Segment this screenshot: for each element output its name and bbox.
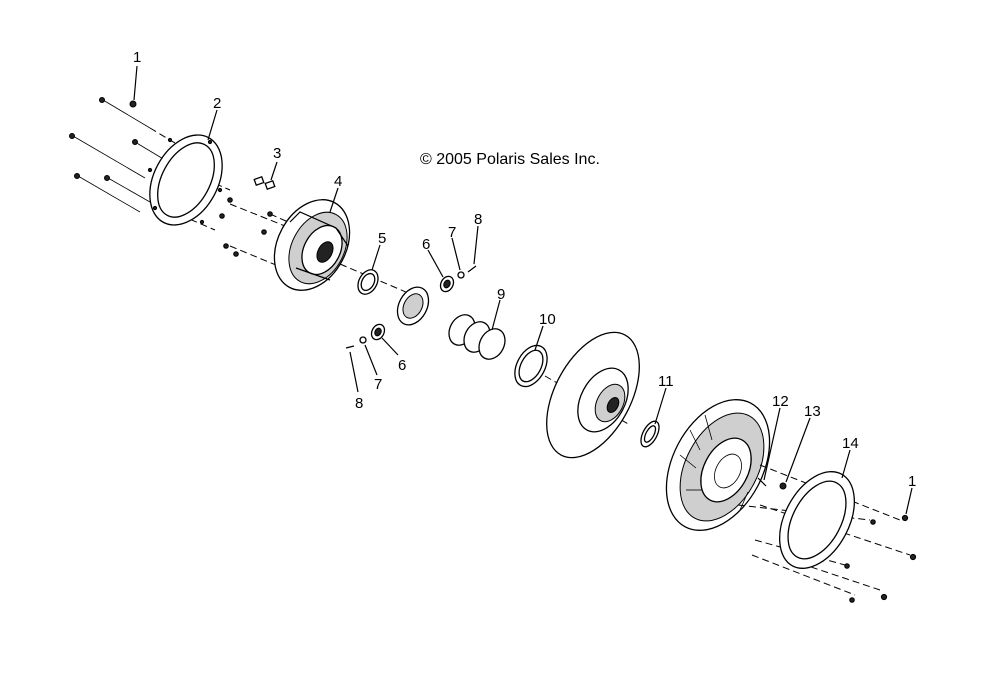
part-7-8-upper [457,265,477,279]
part-6-bearing-upper [439,275,455,293]
part-10-washer [514,344,548,388]
callout-8-upper: 8 [474,211,482,228]
callout-4: 4 [334,173,342,190]
left-bolts [69,97,273,257]
part-5-ring [357,269,379,295]
part-3-bolts [253,175,276,191]
callout-6-upper: 6 [422,236,430,253]
right-housing [665,399,771,531]
callout-8-lower: 8 [355,395,363,412]
callout-9: 9 [497,286,505,303]
callout-5: 5 [378,230,386,247]
right-bolts [844,514,917,603]
callout-12: 12 [772,393,789,410]
sheave [546,331,640,459]
callout-14: 14 [842,435,859,452]
callout-labels: 1 2 3 4 5 6 7 8 9 10 6 7 8 11 12 13 14 1 [133,49,916,490]
center-hub [396,286,430,326]
callout-1-top: 1 [133,49,141,66]
callout-2: 2 [213,95,221,112]
part-14-gasket [779,471,855,569]
part-6-7-8-lower [345,323,386,349]
part-9-spring [448,314,506,360]
leader-lines [133,65,913,515]
callout-13: 13 [804,403,821,420]
callout-1-bottom: 1 [908,473,916,490]
part-11-washer [640,420,660,448]
callout-10: 10 [539,311,556,328]
copyright-text: © 2005 Polaris Sales Inc. [420,151,600,168]
callout-11: 11 [658,373,674,390]
callout-3: 3 [273,145,281,162]
callout-6-lower: 6 [398,357,406,374]
callout-7-upper: 7 [448,224,456,241]
part-4-cover [273,199,351,291]
callout-7-lower: 7 [374,376,382,393]
part-12-13 [757,477,787,490]
part-2-gasket [147,134,223,226]
